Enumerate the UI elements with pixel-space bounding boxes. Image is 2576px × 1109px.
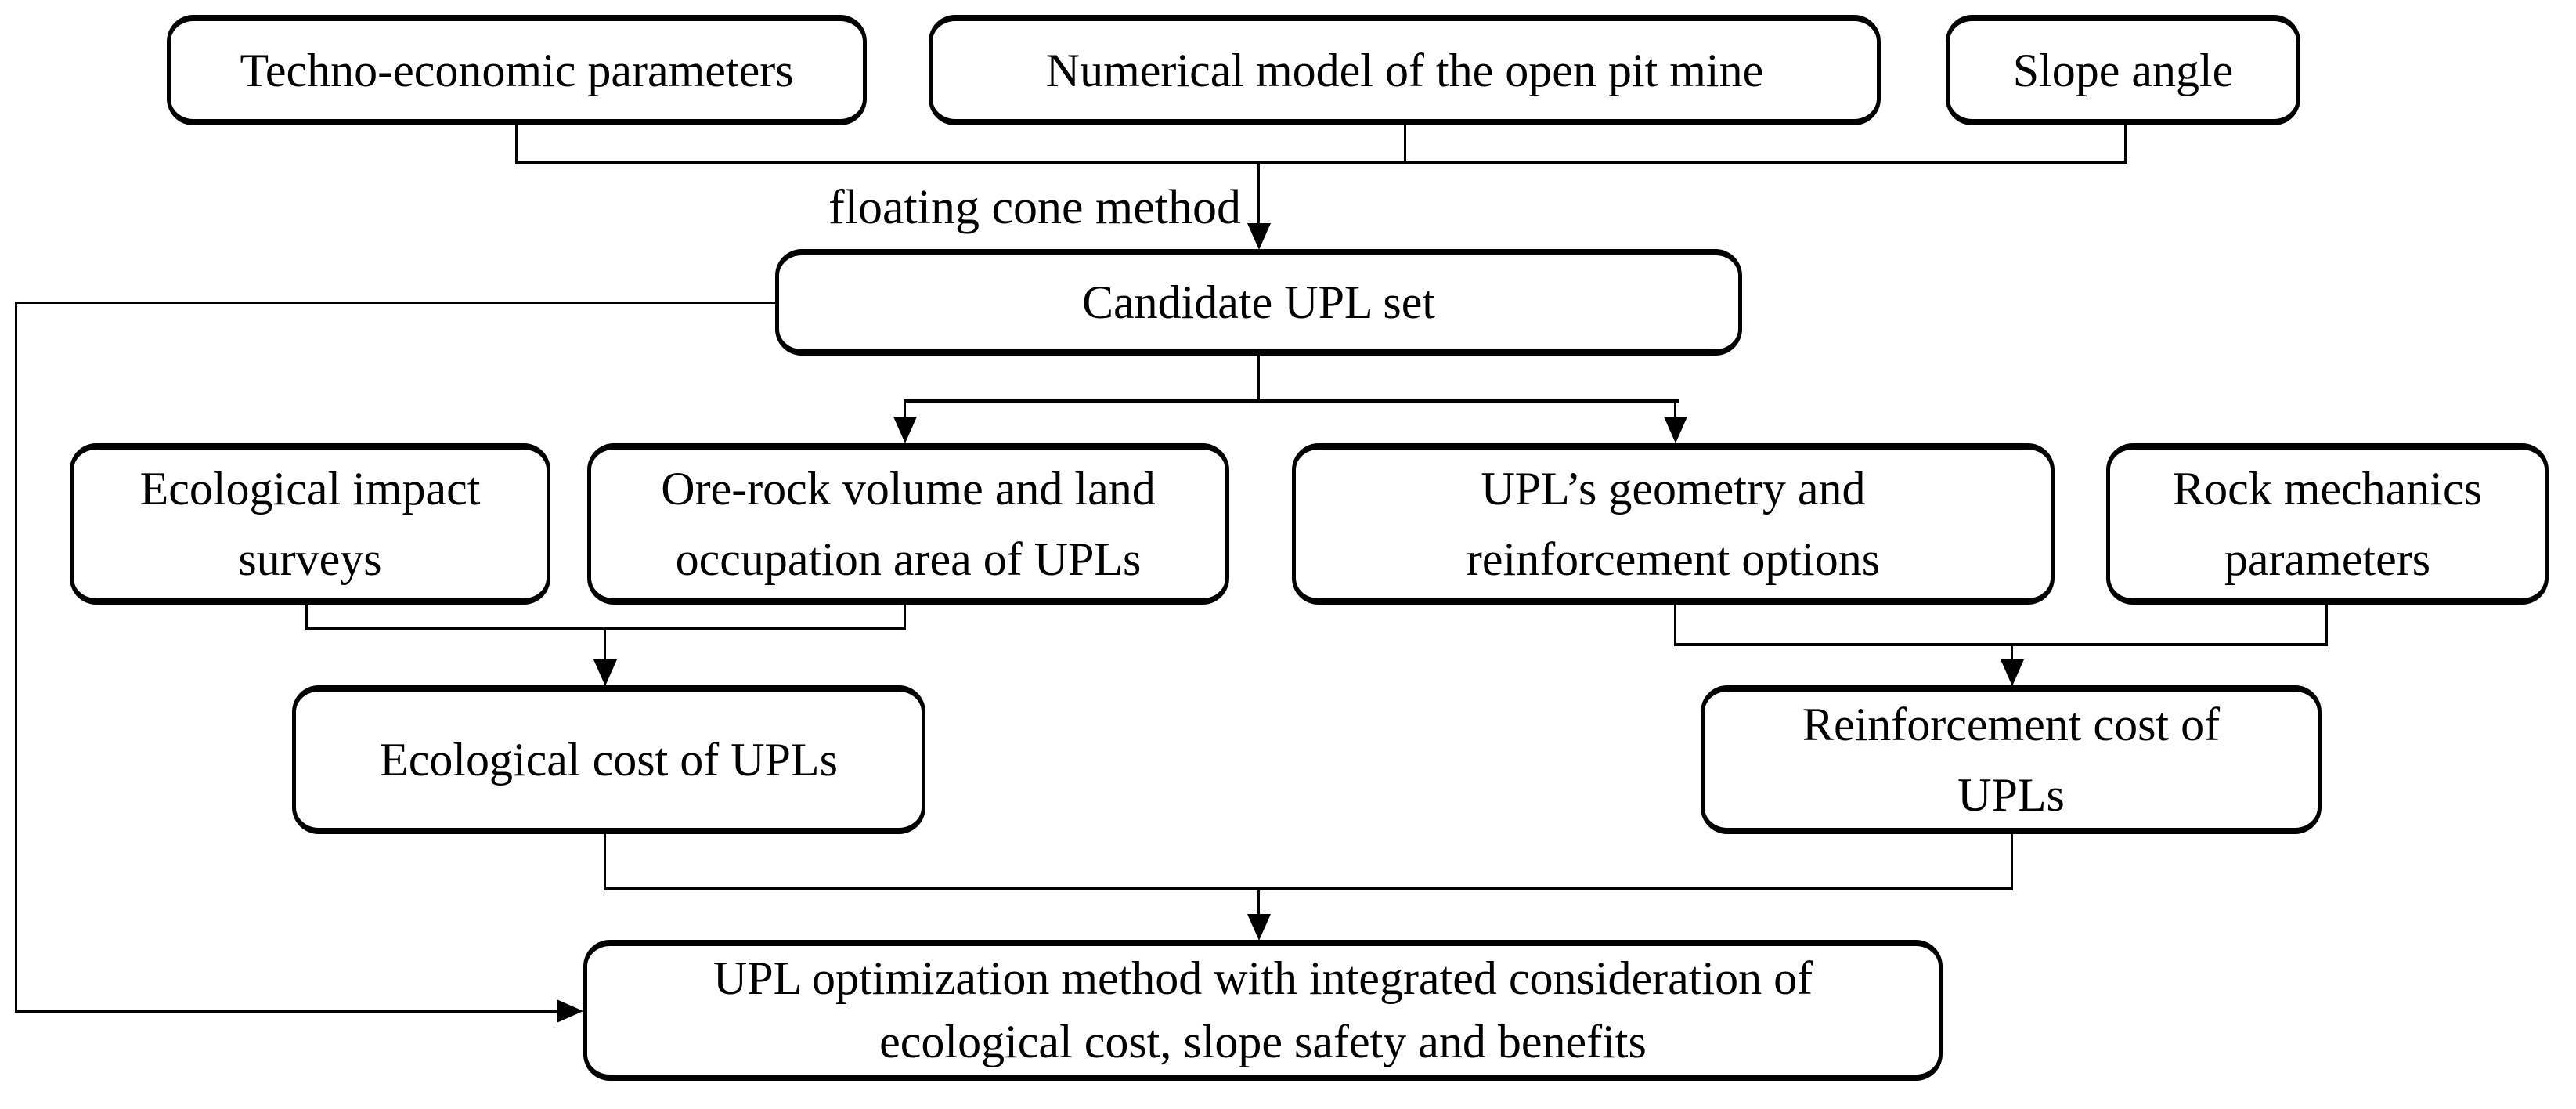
node-numerical-model: Numerical model of the open pit mine bbox=[929, 15, 1881, 125]
connector-rockmech-stub bbox=[2325, 605, 2328, 645]
arrowhead-into-reinforcement-cost bbox=[2001, 659, 2024, 686]
node-ecological-impact-surveys: Ecological impact surveys bbox=[70, 443, 550, 605]
connector-inputs-bus bbox=[515, 161, 2127, 164]
connector-orerock-stub bbox=[904, 605, 906, 629]
connector-geometry-arm bbox=[1674, 403, 1676, 420]
connector-candidate-bus bbox=[904, 399, 1679, 403]
connector-optimization-stem bbox=[1257, 890, 1260, 916]
node-upl-optimization-method: UPL optimization method with integrated … bbox=[583, 940, 1943, 1081]
node-label: Techno-economic parameters bbox=[240, 44, 794, 96]
connector-candidate-down-stem bbox=[1257, 356, 1260, 401]
arrowhead-into-optimization-top bbox=[1247, 914, 1271, 941]
connector-techno-stub bbox=[515, 125, 518, 163]
connector-reinforcement-stem bbox=[2011, 646, 2013, 662]
connector-optimization-bus bbox=[604, 887, 2013, 890]
arrowhead-into-upl-geometry bbox=[1664, 417, 1687, 443]
connector-ecocost-stem bbox=[604, 630, 606, 662]
connector-geometry-stub bbox=[1674, 605, 1676, 645]
node-label: Candidate UPL set bbox=[1081, 276, 1436, 328]
connector-numerical-stub bbox=[1404, 125, 1406, 163]
connector-reinforcement-bus bbox=[1674, 643, 2328, 646]
connector-orerock-arm bbox=[904, 403, 906, 420]
feedback-horizontal-top bbox=[15, 302, 775, 304]
arrowhead-into-ecological-cost bbox=[593, 659, 617, 686]
node-ecological-cost: Ecological cost of UPLs bbox=[292, 685, 925, 834]
connector-slope-stub bbox=[2124, 125, 2127, 163]
arrowhead-into-optimization-left bbox=[557, 999, 583, 1023]
node-techno-economic-parameters: Techno-economic parameters bbox=[167, 15, 867, 125]
connector-candidate-stem bbox=[1257, 163, 1260, 224]
node-label: UPL’s geometry and reinforcement options bbox=[1466, 463, 1881, 585]
node-reinforcement-cost: Reinforcement cost of UPLs bbox=[1701, 685, 2322, 834]
node-label: UPL optimization method with integrated … bbox=[713, 952, 1813, 1067]
node-label: Ecological impact surveys bbox=[139, 463, 481, 585]
node-label: Ecological cost of UPLs bbox=[380, 734, 838, 786]
node-upl-geometry-reinforcement: UPL’s geometry and reinforcement options bbox=[1292, 443, 2055, 605]
connector-reinforcement-down-stub bbox=[2011, 834, 2013, 889]
node-rock-mechanics-parameters: Rock mechanics parameters bbox=[2106, 443, 2549, 605]
node-label: Ore-rock volume and land occupation area… bbox=[661, 463, 1156, 585]
node-label: Rock mechanics parameters bbox=[2173, 463, 2482, 585]
arrowhead-into-candidate bbox=[1247, 223, 1271, 250]
connector-ecocost-bus bbox=[305, 627, 906, 630]
node-label: Numerical model of the open pit mine bbox=[1045, 44, 1764, 96]
feedback-horizontal-bottom bbox=[15, 1010, 558, 1013]
node-candidate-upl-set: Candidate UPL set bbox=[775, 249, 1742, 356]
node-label: Reinforcement cost of UPLs bbox=[1802, 699, 2221, 821]
edge-label-floating-cone-method: floating cone method bbox=[828, 181, 1241, 234]
node-label: Slope angle bbox=[2012, 44, 2234, 96]
feedback-vertical bbox=[15, 302, 17, 1012]
node-ore-rock-volume: Ore-rock volume and land occupation area… bbox=[587, 443, 1229, 605]
node-slope-angle: Slope angle bbox=[1946, 15, 2300, 125]
arrowhead-into-ore-rock bbox=[893, 417, 917, 443]
connector-ecocost-down-stub bbox=[604, 834, 606, 889]
connector-ecoimpact-stub bbox=[305, 605, 308, 629]
